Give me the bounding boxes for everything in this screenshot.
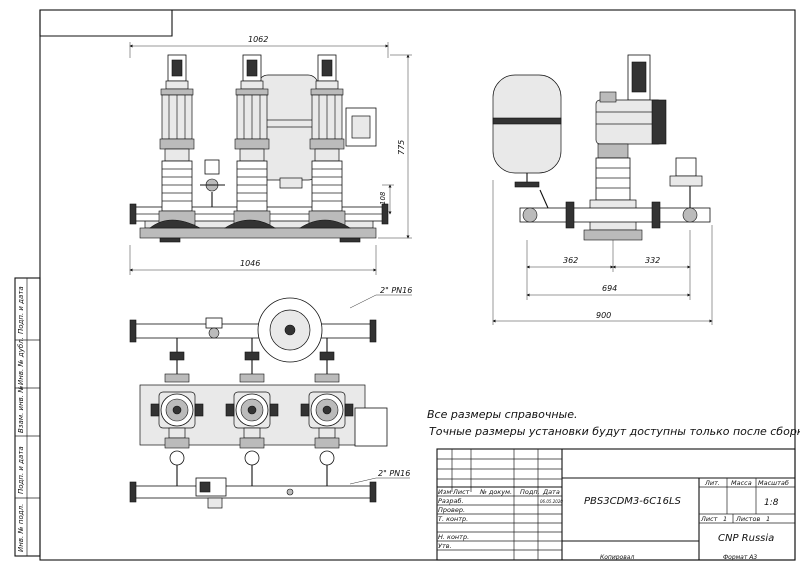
mass-label: Масса [731,479,752,487]
row-utv: Утв. [438,542,452,550]
col-doc: № докум. [479,488,512,496]
sheets-label: Листов [735,515,760,523]
side-dimensions: 362 332 694 900 [492,180,713,325]
pipe-labels: 2" PN16 2" PN16 [349,286,412,485]
row-nkontr: Н. контр. [438,533,469,541]
sheet-value: 1 [723,515,727,523]
row-razrab: Разраб. [438,497,464,505]
col-izm: Изм [438,488,451,496]
row-prover: Провер. [438,506,465,514]
front-view [129,54,389,243]
stamp-cell-1: Подп. и дата [17,286,25,334]
top-view [129,297,388,509]
title-block: Изм Лист № докум. Подп. Дата Разраб. 06.… [436,448,796,561]
side-stamp: Подп. и дата Инв. № дубл. Взам. инв. № П… [14,277,41,557]
stamp-cell-5: Инв. № подл. [17,504,25,552]
dim-front-bottom: 1046 [240,259,260,268]
company-name: CNP Russia [718,533,774,544]
front-dimensions: 1062 1046 775 108 [129,35,412,275]
stamp-cell-3: Взам. инв. № [17,385,25,433]
copied-label: Копировал [600,554,634,561]
dim-front-top: 1062 [248,35,268,44]
dim-side-total: 694 [602,284,617,293]
format-label: Формат А3 [723,554,757,561]
sheets-value: 1 [766,515,770,523]
stamp-cell-4: Подп. и дата [17,446,25,494]
col-date: Дата [542,488,560,496]
side-view [492,54,711,241]
lit-label: Лит. [704,479,720,487]
row-razrab-date: 06.05.2020 [540,499,563,504]
dim-front-inlet: 108 [379,191,387,205]
dim-side-left: 362 [563,256,578,265]
designation: PBS3CDM3-6C16LS [584,496,682,507]
stamp-cell-2: Инв. № дубл. [17,337,25,385]
col-list: Лист [452,488,470,496]
row-tkontr: Т. контр. [438,515,468,523]
sheet-label: Лист [700,515,718,523]
scale-label: Масштаб [758,479,789,487]
note-line-1: Все размеры справочные. [427,408,577,421]
dim-side-right: 332 [645,256,660,265]
top-corner-box [39,10,173,37]
dim-front-height: 775 [397,140,406,155]
note-line-2: Точные размеры установки будут доступны … [429,425,800,438]
scale-value: 1:8 [764,498,779,508]
pipe-label-bottom: 2" PN16 [378,469,410,478]
col-sign: Подп. [520,488,540,496]
pipe-label-top: 2" PN16 [380,286,412,295]
dim-side-overall: 900 [596,311,611,320]
